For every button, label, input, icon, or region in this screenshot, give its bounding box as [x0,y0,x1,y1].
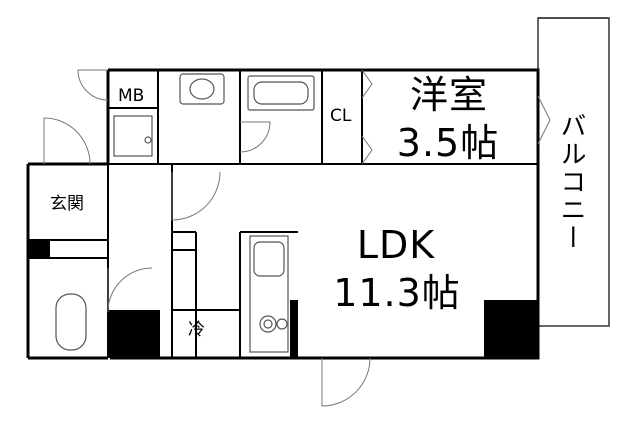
balcony-label: バルコニー [556,112,586,252]
ldk-label: LDK [356,223,436,267]
structural-columns [28,240,538,358]
fridge-label: 冷 [188,320,205,340]
ldk-size: 11.3帖 [333,271,461,315]
western-room-label: 洋室 [409,73,488,117]
closet-label: CL [330,106,352,126]
door-swings [43,69,551,407]
entrance-label: 玄関 [50,194,84,214]
meter-box-label: MB [118,86,145,106]
western-room-size: 3.5帖 [396,121,500,165]
fixtures [55,73,315,353]
